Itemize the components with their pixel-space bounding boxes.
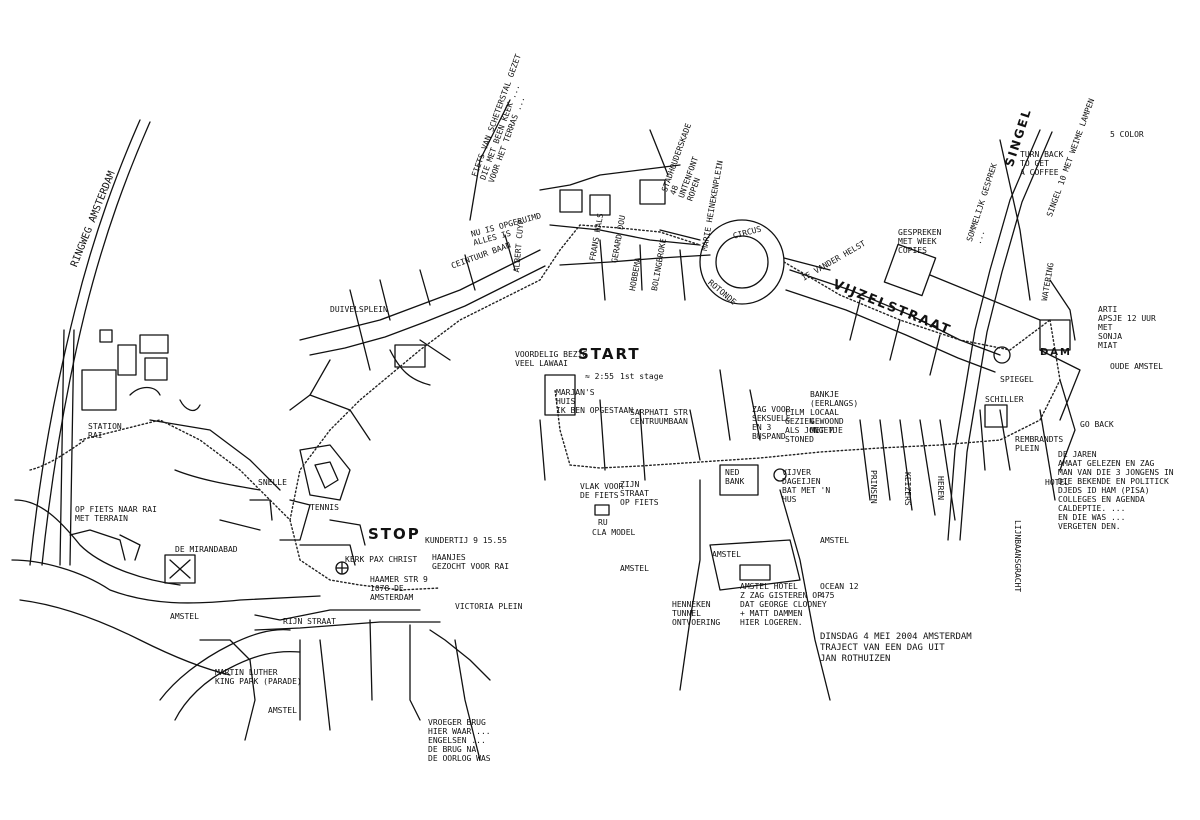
vroeger-brug-note: VROEGER BRUG HIER WAAR ... ENGELSEN ... … <box>428 718 491 763</box>
film-note: FILM GEZIEN ALS JONGETJE STONED <box>785 408 843 444</box>
ned-bank-label: NED BANK <box>725 468 745 486</box>
colors-label: 5 COLOR <box>1110 130 1144 139</box>
south-central-blocks <box>219 394 371 566</box>
heren-label: HEREN <box>936 476 945 501</box>
ru-label: RU <box>598 518 608 527</box>
tennis-label: TENNIS <box>310 503 339 512</box>
victoria-label: VICTORIA PLEIN <box>455 602 523 611</box>
arti-label: ARTI APSJE 12 UUR MET SONJA MIAT <box>1098 305 1156 350</box>
martin-luther-label: MARTIN LUTHER KING PARK (PARADE) <box>215 668 302 686</box>
canal-ring <box>859 404 1056 521</box>
zag-voor-note: ZAG VOOR SEKSUELE EN 3 BUSPAND <box>752 405 791 441</box>
opgestaan-label: IK BEN OPGESTAAN <box>556 406 634 415</box>
amstel-river <box>679 479 831 701</box>
stop-label: STOP <box>368 525 421 543</box>
miranda-label: DE MIRANDABAD <box>175 545 238 554</box>
henneken-label: HENNEKEN TUNNEL ONTVOERING <box>672 600 721 627</box>
rotonde-circus <box>659 219 831 305</box>
vlak-voor-note: VLAK VOOR DE FIETS <box>580 482 624 500</box>
vijzelstraat <box>785 269 1001 376</box>
kerk-label: KERK PAX CHRIST <box>345 555 418 564</box>
gespreken-note: GESPREKEN MET WEEK COPIES <box>898 228 942 255</box>
hammer-label: HAAMER STR 9 1078 DE AMSTERDAM <box>370 575 428 602</box>
title-note: DINSDAG 4 MEI 2004 AMSTERDAM TRAJECT VAN… <box>820 632 972 664</box>
start-time: ≈ 2:55 <box>585 372 614 381</box>
amstel-label-a: AMSTEL <box>712 550 741 559</box>
schiller-label: SCHILLER <box>985 395 1024 404</box>
op-fiets-note: OP FIETS NAAR RAI MET TERRAIN <box>75 505 157 523</box>
bankje-note: BANKJE (EERLANGS) LOCAAL GEWOOND MET M <box>810 390 859 435</box>
duivelsplein-label: DUIVELSPLEIN <box>330 305 388 314</box>
go-back-label: GO BACK <box>1080 420 1114 429</box>
ocean12-label: OCEAN 12 475 <box>820 582 859 600</box>
sarphati-label: SARPHATI STR CENTRUUMBAAN <box>630 408 688 426</box>
dam-area <box>993 279 1081 471</box>
rai-buildings <box>81 329 281 491</box>
stop-time: KUNDERTIJ 9 15.55 <box>425 536 507 545</box>
hanneke-label: HAANJES GEZOCHT VOOR RAI <box>432 553 510 571</box>
albert-cuyp-area <box>469 99 711 301</box>
amstel-label-b: AMSTEL <box>820 536 849 545</box>
start-stage: 1st stage <box>620 372 664 381</box>
oude-amstel-label: OUDE AMSTEL <box>1110 362 1163 371</box>
amstel-hotel-label: AMSTEL HOTEL Z ZAG GISTEREN OP DAT GEORG… <box>740 582 827 627</box>
keizers-label: KEIZERS <box>903 472 912 506</box>
start-label: START <box>578 345 641 363</box>
sarphati-area <box>539 369 787 516</box>
singel-canal <box>883 129 1053 541</box>
amstel-label-c: AMSTEL <box>620 564 649 573</box>
ru-sub-label: CLA MODEL <box>592 528 636 537</box>
dam-label: DAM <box>1040 347 1072 358</box>
veel-lawaai-label: VOORDELIG BEZIG VEEL LAWAAI <box>515 350 588 368</box>
ringweg-highway <box>29 119 151 566</box>
prinsengracht-label: PRINSEN <box>869 470 878 504</box>
coffee-note: TURN BACK TO GET A COFFEE <box>1020 150 1064 177</box>
spiegel-label: SPIEGEL <box>1000 375 1034 384</box>
rijnstraat-label: RIJN STRAAT <box>283 617 336 626</box>
south-roads <box>11 499 491 761</box>
zijn-straat-note: ZIJN STRAAT OP FIETS <box>620 480 659 507</box>
vijver-note: VIJVER DAGEIJEN BAT MET 'N HUS <box>782 468 831 504</box>
hotel-label: HOTEL <box>1045 478 1070 487</box>
snelle-label: SNELLE <box>258 478 287 487</box>
stop-marker <box>335 561 349 575</box>
amstel-label-e: AMSTEL <box>170 612 199 621</box>
miranda-area <box>69 529 196 584</box>
station-rai-label: STATION RAI <box>88 422 122 440</box>
lijnbaan-label: LIJNBAANSGRACHT <box>1013 520 1022 593</box>
walking-route <box>29 224 1061 591</box>
rembrandtplein-label: REMBRANDTS PLEIN <box>1015 435 1064 453</box>
de-pijp-roads <box>299 234 546 396</box>
amstel-label-d: AMSTEL <box>268 706 297 715</box>
marjan-label: MARJAN'S HUIS <box>556 388 595 406</box>
jaren-note: DE JAREN AMAAT GELEZEN EN ZAG MAN VAN DI… <box>1058 450 1174 531</box>
